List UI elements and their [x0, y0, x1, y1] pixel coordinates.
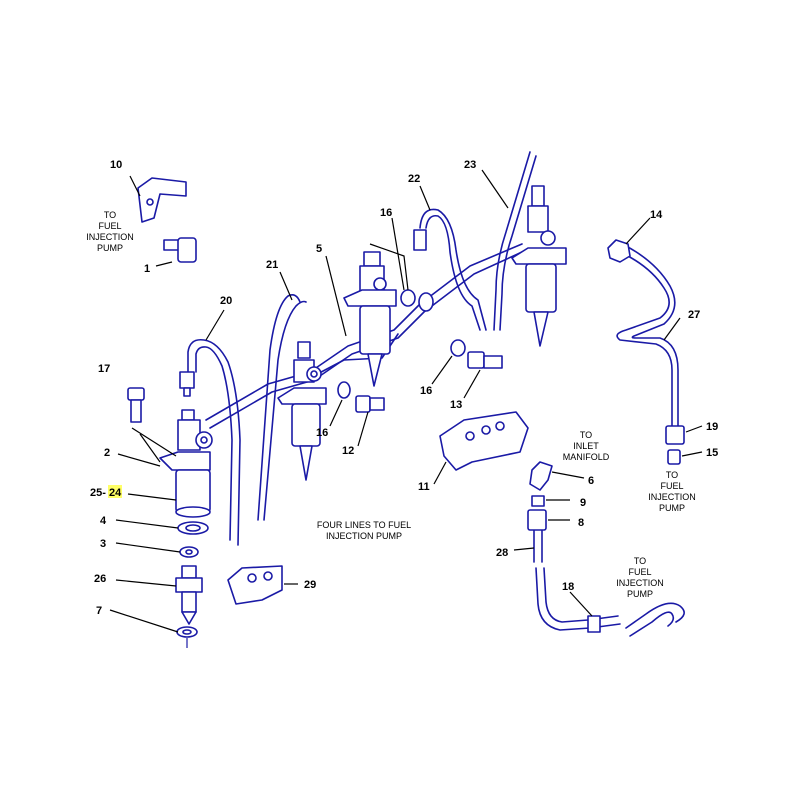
callout-22: 22 [408, 173, 420, 185]
fuel-line-22-parallel [425, 214, 481, 331]
callout-25: 25- [90, 487, 106, 499]
svg-text:FOUR LINES TO FUEL: FOUR LINES TO FUEL [317, 520, 411, 530]
fuel-line-20 [187, 338, 241, 546]
bolt-17 [127, 387, 145, 423]
callout-14: 14 [650, 209, 663, 221]
callout-21: 21 [266, 259, 278, 271]
injector-right [511, 185, 567, 347]
svg-text:TO: TO [634, 556, 646, 566]
callout-1: 1 [144, 263, 150, 275]
callout-5: 5 [316, 243, 322, 255]
callout-16-top: 16 [380, 207, 392, 219]
svg-text:PUMP: PUMP [97, 243, 123, 253]
callout-9: 9 [580, 497, 586, 509]
callout-17: 17 [98, 363, 110, 375]
svg-text:INJECTION: INJECTION [86, 232, 134, 242]
callout-4: 4 [100, 515, 107, 527]
fitting-9 [531, 495, 545, 507]
callout-7: 7 [96, 605, 102, 617]
callout-27: 27 [688, 309, 700, 321]
bolt-13 [467, 351, 503, 369]
callout-29: 29 [304, 579, 316, 591]
bolt-1 [163, 237, 197, 263]
fitting-15 [667, 449, 681, 465]
fitting-8 [527, 509, 547, 531]
callout-24-highlight [108, 485, 122, 498]
fitting-left-top [179, 371, 195, 389]
svg-text:INLET: INLET [573, 441, 599, 451]
callout-16-center: 16 [316, 427, 328, 439]
bracket-29 [227, 565, 283, 605]
svg-text:FUEL: FUEL [660, 481, 683, 491]
callout-6: 6 [588, 475, 594, 487]
callout-13: 13 [450, 399, 462, 411]
note-four-lines: FOUR LINES TO FUEL INJECTION PUMP [317, 520, 411, 541]
callout-24: 24 [109, 487, 122, 499]
injector-center [343, 251, 397, 387]
callout-16-right: 16 [420, 385, 432, 397]
callout-3: 3 [100, 538, 106, 550]
washer-16-top [400, 289, 416, 307]
svg-text:PUMP: PUMP [659, 503, 685, 513]
nozzle-26 [175, 565, 203, 625]
svg-text:TO: TO [104, 210, 116, 220]
callout-11: 11 [418, 481, 430, 493]
fuel-line-23 [493, 151, 531, 331]
hose-18-right [625, 602, 685, 629]
bracket-11 [439, 411, 529, 471]
hose-18-inner [543, 567, 619, 623]
svg-text:FUEL: FUEL [628, 567, 651, 577]
callout-8: 8 [578, 517, 584, 529]
fitting-19 [665, 425, 685, 445]
callout-18: 18 [562, 581, 574, 593]
bolt-12 [355, 395, 385, 413]
svg-text:TO: TO [666, 470, 678, 480]
svg-text:FUEL: FUEL [98, 221, 121, 231]
washer-16-mid [418, 292, 434, 312]
washer-16-center [337, 381, 351, 399]
svg-text:PUMP: PUMP [627, 589, 653, 599]
note-fuel-pump-top: TO FUEL INJECTION PUMP [86, 210, 134, 253]
injector-left [159, 409, 213, 518]
svg-text:INJECTION: INJECTION [616, 578, 664, 588]
nut-14 [607, 239, 631, 263]
note-fuel-pump-bottom: TO FUEL INJECTION PUMP [616, 556, 664, 599]
svg-text:INJECTION PUMP: INJECTION PUMP [326, 531, 402, 541]
hose-18-right-inner [629, 611, 675, 637]
callout-23: 23 [464, 159, 476, 171]
callout-2: 2 [104, 447, 110, 459]
svg-text:INJECTION: INJECTION [648, 492, 696, 502]
elbow-6 [529, 461, 553, 491]
callout-28: 28 [496, 547, 508, 559]
fuel-line-22 [419, 208, 487, 331]
fuel-line-23-parallel [499, 155, 537, 331]
callout-12: 12 [342, 445, 354, 457]
hose-clamp-18 [587, 615, 601, 633]
fuel-line-21 [257, 294, 301, 521]
hose-18 [535, 567, 621, 631]
fuel-line-27-parallel [625, 245, 679, 427]
callout-26: 26 [94, 573, 106, 585]
fuel-line-27 [616, 251, 673, 427]
svg-text:MANIFOLD: MANIFOLD [563, 452, 610, 462]
fuel-line-21-parallel [263, 300, 307, 521]
bracket-10 [137, 177, 187, 223]
callout-19: 19 [706, 421, 718, 433]
injector-center-left [277, 341, 327, 481]
callout-15: 15 [706, 447, 718, 459]
fitting-left-top-nut [183, 387, 191, 397]
svg-text:TO: TO [580, 430, 592, 440]
note-fuel-pump-right: TO FUEL INJECTION PUMP [648, 470, 696, 513]
washer-16-lower [450, 339, 466, 357]
callout-10: 10 [110, 159, 122, 171]
callout-20: 20 [220, 295, 232, 307]
fitting-center [413, 229, 427, 251]
note-inlet-manifold: TO INLET MANIFOLD [563, 430, 610, 462]
